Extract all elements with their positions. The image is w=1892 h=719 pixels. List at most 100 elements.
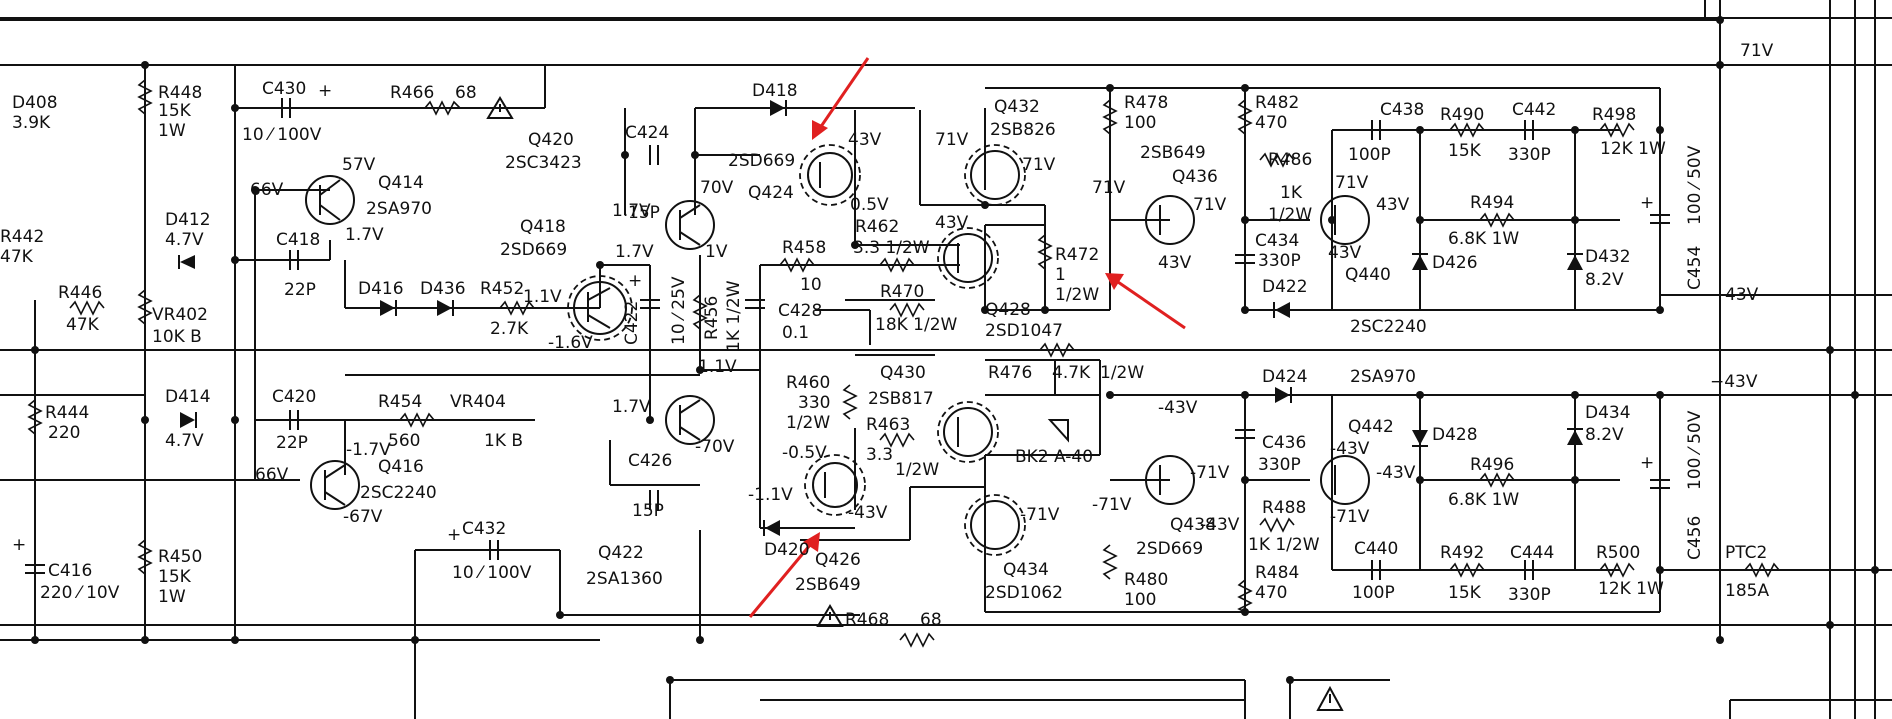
label-d408-value: 3.9K (12, 113, 51, 133)
label-r468-value: 68 (920, 610, 942, 630)
label-r450: R450 (158, 547, 202, 567)
label-r476: R476 (988, 363, 1032, 383)
label-r450-value: 15K (158, 567, 192, 587)
label-q416-type: 2SC2240 (360, 483, 437, 503)
label-r488-value: 1K 1/2W (1248, 535, 1320, 555)
label-r492: R492 (1440, 543, 1484, 563)
label-v71h: -71V (1190, 463, 1230, 483)
label-r466-value: 68 (455, 83, 477, 103)
label-d412: D412 (165, 210, 211, 230)
label-c440: C440 (1354, 539, 1398, 559)
label-q430-type: 2SB817 (868, 389, 934, 409)
transistor-q424-icon (799, 144, 861, 206)
label-c438: C438 (1380, 100, 1424, 120)
label-r460-value: 330 (798, 393, 830, 413)
red-arrow-q424 (812, 57, 870, 140)
label-v43e: 43V (1376, 195, 1410, 215)
label-v16: -1.6V (548, 333, 593, 353)
label-c442: C442 (1512, 100, 1556, 120)
label-ptc2: PTC2 (1725, 543, 1767, 563)
transistor-q436-icon (1145, 195, 1195, 245)
label-c430-plus: + (318, 81, 332, 101)
label-c416: C416 (48, 561, 92, 581)
label-c430: C430 (262, 79, 306, 99)
label-r460: R460 (786, 373, 830, 393)
label-v43d: 43V (1158, 253, 1192, 273)
label-v43i: -43V (1376, 463, 1416, 483)
label-d412-value: 4.7V (165, 230, 204, 250)
label-q428: Q428 (985, 300, 1031, 320)
label-r448-watt: 1W (158, 121, 186, 141)
label-r480-value: 100 (1124, 590, 1156, 610)
label-r456: R456 (702, 296, 722, 340)
label-v66a: 66V (250, 180, 284, 200)
label-c418-value: 22P (284, 280, 316, 300)
label-d422: D422 (1262, 277, 1308, 297)
transistor-q426-icon (804, 454, 866, 516)
resistor-symbols (27, 79, 1780, 648)
label-q434-type: 2SD1062 (985, 583, 1063, 603)
label-c444-value: 330P (1508, 585, 1551, 605)
label-c456-value: 100 ⁄ 50V (1685, 410, 1705, 490)
label-d418: D418 (752, 81, 798, 101)
label-c426-value: 15P (632, 501, 664, 521)
transistor-q420-icon (665, 200, 715, 250)
label-d434-value: 8.2V (1585, 425, 1624, 445)
label-r486-value: 1K (1280, 183, 1303, 203)
label-q414-type: 2SA970 (366, 199, 432, 219)
label-r470-value: 18K 1/2W (875, 315, 958, 335)
label-q426: Q426 (815, 550, 861, 570)
label-q420-type: 2SC3423 (505, 153, 582, 173)
transistor-q418-icon (567, 275, 633, 341)
label-q420: Q420 (528, 130, 574, 150)
label-r442-value: 47K (0, 247, 34, 267)
warning-triangle-icon (1316, 685, 1344, 711)
red-arrow-r472 (1105, 273, 1186, 330)
label-r454-value: 560 (388, 431, 420, 451)
label-r484-value: 470 (1255, 583, 1287, 603)
label-d420: D420 (764, 540, 810, 560)
label-r448-value: 15K (158, 101, 192, 121)
label-d434: D434 (1585, 403, 1631, 423)
label-r462: R462 (855, 217, 899, 237)
label-q440: Q440 (1345, 265, 1391, 285)
label-r458-value: 10 (800, 275, 822, 295)
label-r472-value: 1 (1055, 265, 1066, 285)
label-d424: D424 (1262, 367, 1308, 387)
label-q422-type: 2SA1360 (586, 569, 663, 589)
transistor-q416-icon (310, 460, 360, 510)
label-r458: R458 (782, 238, 826, 258)
label-d414-value: 4.7V (165, 431, 204, 451)
label-r444: R444 (45, 403, 89, 423)
label-c432-value: 10 ⁄ 100V (452, 563, 532, 583)
label-v43h: -43V (1330, 439, 1370, 459)
label-c434-value: 330P (1258, 251, 1301, 271)
label-r468: R468 (845, 610, 889, 630)
label-d432: D432 (1585, 247, 1631, 267)
capacitor-symbols (25, 98, 1670, 580)
label-v17d: 1.7V (612, 397, 651, 417)
label-r472-watt: 1/2W (1055, 285, 1099, 305)
label-v05b: -0.5V (782, 443, 827, 463)
label-v11c: -1.1V (748, 485, 793, 505)
label-r454: R454 (378, 392, 422, 412)
label-r476-value: 4.7K (1052, 363, 1091, 383)
label-d416: D416 (358, 279, 404, 299)
label-vr402: VR402 (152, 305, 208, 325)
label-q436-type: 2SB649 (1140, 143, 1206, 163)
label-v66b: 66V (255, 465, 289, 485)
label-v43g: -43V (1158, 398, 1198, 418)
label-r442: R442 (0, 227, 44, 247)
label-r470: R470 (880, 282, 924, 302)
label-r446-value: 47K (66, 315, 100, 335)
label-c422-value: 10 ⁄ 25V (669, 276, 689, 345)
transistor-q430-icon (937, 401, 999, 463)
label-c454-plus: + (1640, 193, 1654, 213)
label-d426: D426 (1432, 253, 1478, 273)
label-d408: D408 (12, 93, 58, 113)
label-q440-type: 2SC2240 (1350, 317, 1427, 337)
label-v57: 57V (342, 155, 376, 175)
label-r486-watt: 1/2W (1268, 205, 1312, 225)
label-v71e: 71V (1335, 173, 1369, 193)
